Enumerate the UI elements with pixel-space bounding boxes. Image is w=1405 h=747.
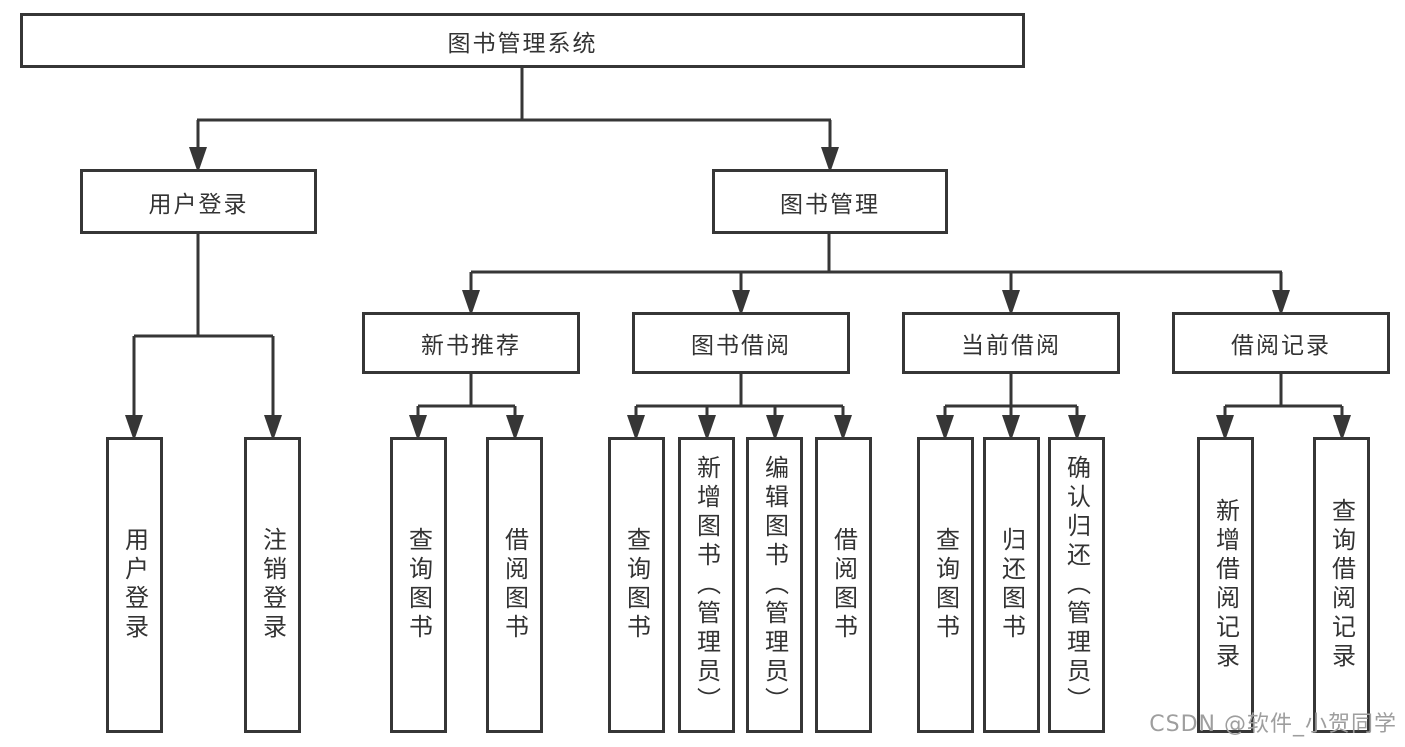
node-new-book-recommend: 新书推荐 (362, 312, 580, 374)
leaf-recommend-borrow-book: 借阅图书 (486, 437, 543, 733)
node-current-borrow: 当前借阅 (902, 312, 1120, 374)
leaf-borrow-borrow-book: 借阅图书 (815, 437, 872, 733)
leaf-current-confirm-return-admin: 确认归还（管理员） (1048, 437, 1105, 733)
leaf-recommend-query-book: 查询图书 (390, 437, 447, 733)
arrowheads (125, 147, 1351, 441)
node-root: 图书管理系统 (20, 13, 1025, 68)
leaf-user-login: 用户登录 (106, 437, 163, 733)
leaf-current-return-book: 归还图书 (983, 437, 1040, 733)
leaf-logout-login: 注销登录 (244, 437, 301, 733)
node-borrow-record: 借阅记录 (1172, 312, 1390, 374)
node-book-management: 图书管理 (712, 169, 948, 234)
leaf-borrow-edit-book-admin: 编辑图书（管理员） (746, 437, 803, 733)
node-user-login: 用户登录 (80, 169, 317, 234)
leaf-current-query-book: 查询图书 (917, 437, 974, 733)
node-book-borrow: 图书借阅 (632, 312, 850, 374)
leaf-record-query-borrow-record: 查询借阅记录 (1313, 437, 1370, 733)
leaf-record-add-borrow-record: 新增借阅记录 (1197, 437, 1254, 733)
leaf-borrow-add-book-admin: 新增图书（管理员） (678, 437, 735, 733)
watermark: CSDN @软件_小贺同学 (1149, 712, 1397, 737)
leaf-borrow-query-book: 查询图书 (608, 437, 665, 733)
